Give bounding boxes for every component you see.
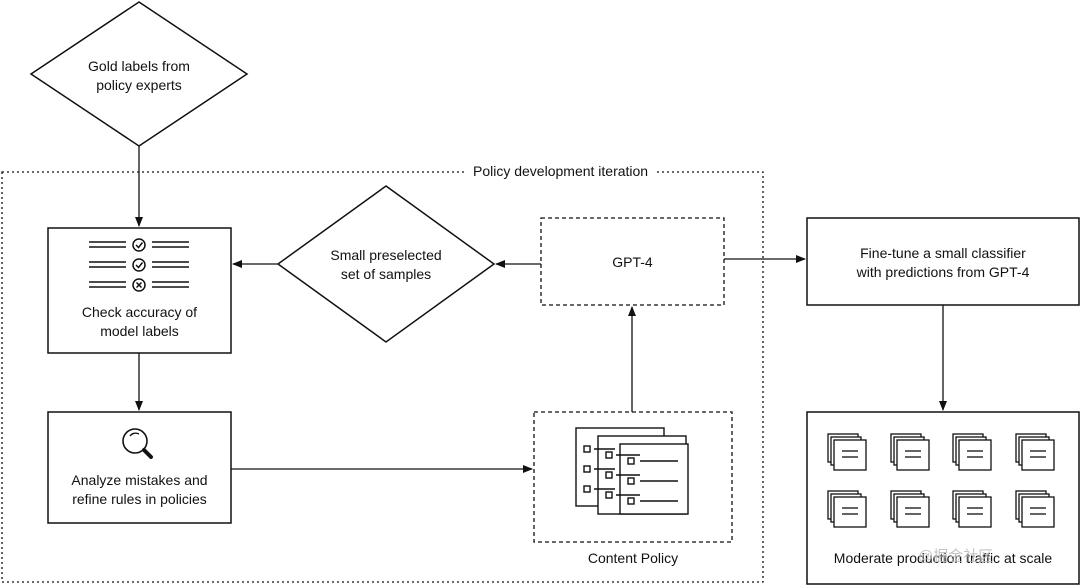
analyze-line1: Analyze mistakes and: [71, 472, 208, 488]
samples-diamond: [276, 185, 496, 343]
document-stacks-icon: [827, 433, 1055, 528]
check-accuracy-line2: model labels: [100, 323, 179, 339]
document-stack-icon: [890, 490, 930, 528]
watermark: @掘金社区: [918, 548, 994, 565]
gold-labels-line1: Gold labels from: [88, 58, 190, 74]
analyze-text: Analyze mistakes and refine rules in pol…: [48, 471, 231, 509]
document-stack-icon: [1015, 433, 1055, 471]
gpt4-text: GPT-4: [612, 254, 653, 270]
checklist-icon: [89, 238, 189, 292]
fine-tune-text: Fine-tune a small classifier with predic…: [807, 244, 1079, 282]
gpt4-box: [540, 217, 725, 306]
document-stack-icon: [1015, 490, 1055, 528]
policy-iteration-group-label: Policy development iteration: [465, 162, 657, 181]
fine-tune-line1: Fine-tune a small classifier: [860, 245, 1026, 261]
document-stack-icon: [952, 490, 992, 528]
samples-line1: Small preselected: [330, 247, 442, 263]
gold-labels-line2: policy experts: [96, 77, 182, 93]
policy-iteration-group-frame: [1, 171, 764, 583]
moderate-text: Moderate production traffic at scale: [833, 550, 1053, 566]
samples-text: Small preselected set of samples: [286, 246, 486, 284]
documents-icon-lines: [583, 445, 678, 505]
fine-tune-line2: with predictions from GPT-4: [856, 264, 1030, 280]
content-policy-text: Content Policy: [587, 550, 679, 566]
document-stack-icon: [890, 433, 930, 471]
document-stack-icon: [827, 490, 867, 528]
document-stack-icon: [827, 433, 867, 471]
analyze-line2: refine rules in policies: [72, 491, 207, 507]
check-accuracy-text: Check accuracy of model labels: [48, 303, 231, 341]
check-accuracy-line1: Check accuracy of: [81, 304, 198, 320]
magnifier-icon: [122, 428, 153, 459]
document-stack-icon: [952, 433, 992, 471]
samples-line2: set of samples: [340, 266, 432, 282]
gold-labels-text: Gold labels from policy experts: [39, 57, 239, 95]
